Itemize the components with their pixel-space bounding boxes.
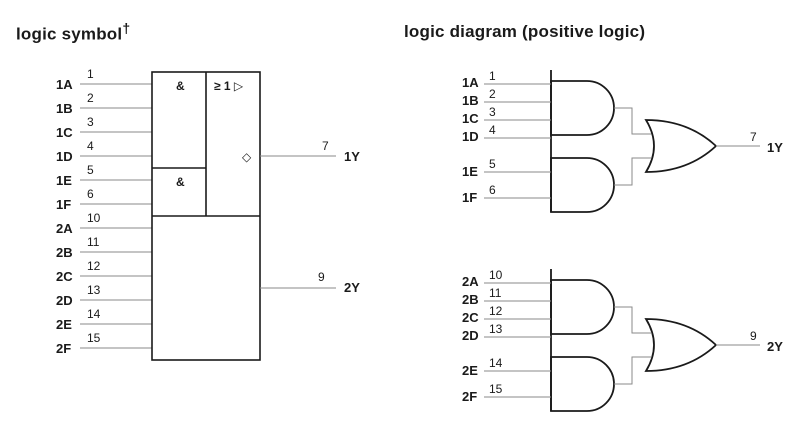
symbol-input-2d-pin: 13 bbox=[87, 283, 101, 297]
logic-symbol-heading-text: logic symbol bbox=[16, 24, 123, 44]
and2-gate bbox=[550, 157, 615, 213]
symbol-input-lines: 1 1A 2 1B 3 1C 4 1D 5 1E 6 1F 10 2A 11 2B 12 2C 13 2D 14 2E 15… bbox=[56, 67, 152, 356]
diagram-input-2d-label: 2D bbox=[462, 328, 479, 343]
diagram-output-1y-label: 1Y bbox=[767, 140, 783, 155]
symbol-input-1b-pin: 2 bbox=[87, 91, 94, 105]
diagram-input-1d-pin: 4 bbox=[489, 123, 496, 137]
diagram-input-2c-pin: 12 bbox=[489, 304, 503, 318]
diagram-input-2a-label: 2A bbox=[462, 274, 479, 289]
symbol-input-1d-label: 1D bbox=[56, 149, 73, 164]
and4-to-or-wire bbox=[614, 107, 651, 135]
symbol-output-2y-pin: 9 bbox=[318, 270, 325, 284]
and2-to-or-wire bbox=[614, 157, 651, 186]
symbol-input-1a-label: 1A bbox=[56, 77, 73, 92]
symbol-output-1y-label: 1Y bbox=[344, 149, 360, 164]
diagram-output-2y-label: 2Y bbox=[767, 339, 783, 354]
symbol-inversion-mark: ◇ bbox=[242, 150, 252, 164]
diagram-input-2f-label: 2F bbox=[462, 389, 477, 404]
dagger-footnote-mark: † bbox=[122, 20, 131, 36]
symbol-input-1a-pin: 1 bbox=[87, 67, 94, 81]
symbol-input-1c-label: 1C bbox=[56, 125, 73, 140]
symbol-output-2y-label: 2Y bbox=[344, 280, 360, 295]
diagram-input-2c-label: 2C bbox=[462, 310, 479, 325]
and2-to-or-wire bbox=[614, 356, 651, 385]
symbol-input-2a-pin: 10 bbox=[87, 211, 101, 225]
diagram-output-1y-pin: 7 bbox=[750, 130, 757, 144]
logic-diagram: 1 1A 2 1B 3 1C 4 1D 5 1E 6 1F 7 1Y 10 2A 11 2B 12 2C 13 2D 14 2… bbox=[462, 69, 783, 412]
symbol-input-2b-pin: 11 bbox=[87, 235, 100, 249]
diagram-input-1a-label: 1A bbox=[462, 75, 479, 90]
diagram-input-1a-pin: 1 bbox=[489, 69, 496, 83]
symbol-input-2a-label: 2A bbox=[56, 221, 73, 236]
logic-symbol-heading: logic symbol† bbox=[16, 20, 130, 45]
and4-gate bbox=[550, 279, 615, 335]
symbol-input-2c-pin: 12 bbox=[87, 259, 101, 273]
diagram-input-1f-label: 1F bbox=[462, 190, 477, 205]
diagram-input-1e-pin: 5 bbox=[489, 157, 496, 171]
symbol-input-2f-pin: 15 bbox=[87, 331, 101, 345]
diagram-input-2a-pin: 10 bbox=[489, 268, 503, 282]
diagram-section-1: 1 1A 2 1B 3 1C 4 1D 5 1E 6 1F 7 1Y bbox=[462, 69, 783, 213]
symbol-and-label-2: & bbox=[176, 175, 185, 189]
and4-gate bbox=[550, 80, 615, 136]
symbol-and-label-1: & bbox=[176, 79, 185, 93]
diagram-input-1e-label: 1E bbox=[462, 164, 478, 179]
and2-gate bbox=[550, 356, 615, 412]
symbol-input-1e-label: 1E bbox=[56, 173, 72, 188]
diagram-input-1c-pin: 3 bbox=[489, 105, 496, 119]
logic-symbol: 1 1A 2 1B 3 1C 4 1D 5 1E 6 1F 10 2A 11 2B 12 2C 13 2D 14 2E 15… bbox=[56, 67, 360, 361]
symbol-or-label: ≥ 1 ▷ bbox=[214, 79, 244, 93]
diagram-input-1c-label: 1C bbox=[462, 111, 479, 126]
symbol-input-1e-pin: 5 bbox=[87, 163, 94, 177]
and4-to-or-wire bbox=[614, 306, 651, 334]
symbol-input-1f-pin: 6 bbox=[87, 187, 94, 201]
or-gate bbox=[644, 318, 718, 372]
symbol-output-1y-pin: 7 bbox=[322, 139, 329, 153]
symbol-input-1c-pin: 3 bbox=[87, 115, 94, 129]
diagram-input-1b-pin: 2 bbox=[489, 87, 496, 101]
or-gate bbox=[644, 119, 718, 173]
diagram-section-2: 10 2A 11 2B 12 2C 13 2D 14 2E 15 2F 9 2Y bbox=[462, 268, 783, 412]
diagram-input-2e-label: 2E bbox=[462, 363, 478, 378]
diagram-input-2b-pin: 11 bbox=[489, 286, 502, 300]
diagram-input-1d-label: 1D bbox=[462, 129, 479, 144]
logic-diagram-heading: logic diagram (positive logic) bbox=[404, 22, 646, 41]
symbol-input-2e-pin: 14 bbox=[87, 307, 101, 321]
symbol-input-1b-label: 1B bbox=[56, 101, 73, 116]
symbol-input-2d-label: 2D bbox=[56, 293, 73, 308]
diagram-input-2d-pin: 13 bbox=[489, 322, 503, 336]
symbol-input-2b-label: 2B bbox=[56, 245, 73, 260]
symbol-input-1f-label: 1F bbox=[56, 197, 71, 212]
diagram-input-2e-pin: 14 bbox=[489, 356, 503, 370]
diagram-input-2b-label: 2B bbox=[462, 292, 479, 307]
diagram-input-1b-label: 1B bbox=[462, 93, 479, 108]
diagram-output-2y-pin: 9 bbox=[750, 329, 757, 343]
symbol-input-2e-label: 2E bbox=[56, 317, 72, 332]
symbol-input-2c-label: 2C bbox=[56, 269, 73, 284]
symbol-input-1d-pin: 4 bbox=[87, 139, 94, 153]
symbol-input-2f-label: 2F bbox=[56, 341, 71, 356]
diagram-input-1f-pin: 6 bbox=[489, 183, 496, 197]
diagram-input-2f-pin: 15 bbox=[489, 382, 503, 396]
